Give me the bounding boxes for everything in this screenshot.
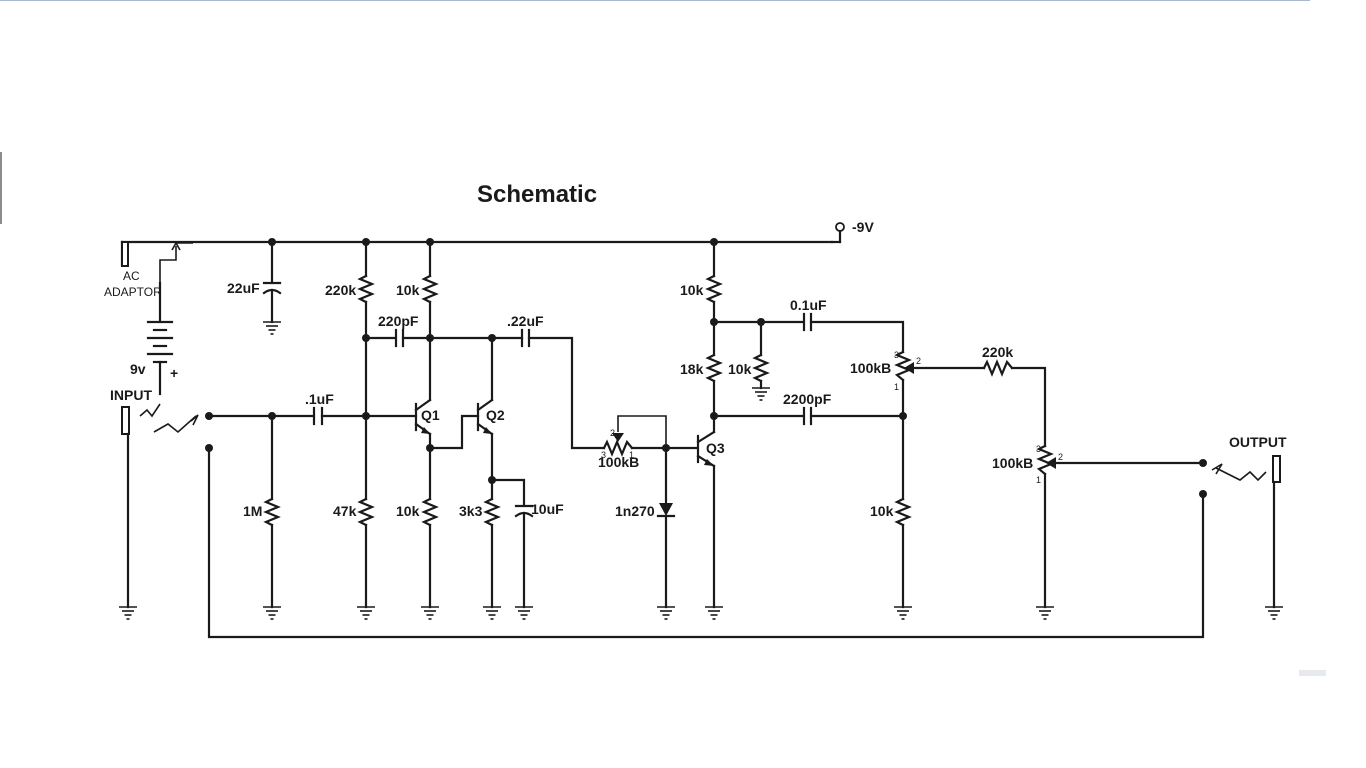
r10k-q1c-label: 10k xyxy=(396,282,420,298)
battery-label: 9v xyxy=(130,361,146,377)
svg-text:1: 1 xyxy=(629,450,634,460)
svg-text:3: 3 xyxy=(601,450,606,460)
r47k-label: 47k xyxy=(333,503,357,519)
diode-1n270: 1n270 xyxy=(615,446,676,620)
q1-label: Q1 xyxy=(421,407,440,423)
c22u-b-label: .22uF xyxy=(507,313,544,329)
output-jack[interactable]: OUTPUT xyxy=(1199,434,1287,620)
r220k-b-label: 220k xyxy=(982,344,1013,360)
svg-text:1: 1 xyxy=(894,382,899,392)
window-left-edge xyxy=(0,152,2,224)
q2-transistor: 3k3 Q2 10uF .22uF xyxy=(428,313,606,620)
c220p-label: 220pF xyxy=(378,313,419,329)
input-label: INPUT xyxy=(110,387,152,403)
q1-transistor: 10k 10k Q1 xyxy=(396,238,440,620)
battery-plus: + xyxy=(170,365,178,381)
ac-label-line2: ADAPTOR xyxy=(104,285,162,299)
r220k-b: 220k xyxy=(982,344,1047,448)
svg-text:1: 1 xyxy=(1036,475,1041,485)
r10k-q1e-label: 10k xyxy=(396,503,420,519)
svg-text:3: 3 xyxy=(894,350,899,360)
r18k-label: 18k xyxy=(680,361,704,377)
pot100k-a[interactable]: 2 3 1 100kB xyxy=(598,415,698,470)
svg-text:3: 3 xyxy=(1036,444,1041,454)
svg-text:2: 2 xyxy=(1058,452,1063,462)
q3-transistor: 10k 18k Q3 10k 0.1uF 2200pF xyxy=(680,238,905,620)
bias-network: 220k 47k 220pF xyxy=(325,238,432,620)
c2200p-label: 2200pF xyxy=(783,391,832,407)
pot100k-b-label: 100kB xyxy=(850,360,891,376)
r220k-a-label: 220k xyxy=(325,282,356,298)
r10k-q3c-label: 10k xyxy=(680,282,704,298)
c10u-label: 10uF xyxy=(531,501,564,517)
battery-9v: 9v + xyxy=(130,281,178,396)
c22u-label: 22uF xyxy=(227,280,260,296)
pot100k-c[interactable]: 3 2 1 100kB xyxy=(992,444,1205,620)
r10k-mid-label: 10k xyxy=(728,361,752,377)
diode-label: 1n270 xyxy=(615,503,655,519)
output-label: OUTPUT xyxy=(1229,434,1287,450)
c1u-label: .1uF xyxy=(305,391,334,407)
input-jack[interactable]: INPUT xyxy=(110,387,1205,639)
q3-label: Q3 xyxy=(706,440,725,456)
svg-text:2: 2 xyxy=(610,428,615,438)
scroll-indicator xyxy=(1299,670,1326,676)
r3k3-label: 3k3 xyxy=(459,503,483,519)
supply-label: -9V xyxy=(852,219,874,235)
pot100k-a-label: 100kB xyxy=(598,454,639,470)
pot100k-c-label: 100kB xyxy=(992,455,1033,471)
supply-rail: -9V xyxy=(120,219,874,267)
pot100k-b[interactable]: 3 2 1 100kB 10k xyxy=(850,350,986,620)
schematic-title: Schematic xyxy=(477,181,597,208)
c22u-cap: 22uF xyxy=(227,238,282,335)
r1m-label: 1M xyxy=(243,503,262,519)
window-top-border xyxy=(0,0,1310,1)
ac-adaptor-jack: AC ADAPTOR xyxy=(104,241,193,299)
r10k-out-label: 10k xyxy=(870,503,894,519)
input-network: 1M .1uF xyxy=(207,391,418,620)
q2-label: Q2 xyxy=(486,407,505,423)
svg-text:2: 2 xyxy=(916,356,921,366)
c01u-label: 0.1uF xyxy=(790,297,827,313)
ac-label-line1: AC xyxy=(123,269,140,283)
